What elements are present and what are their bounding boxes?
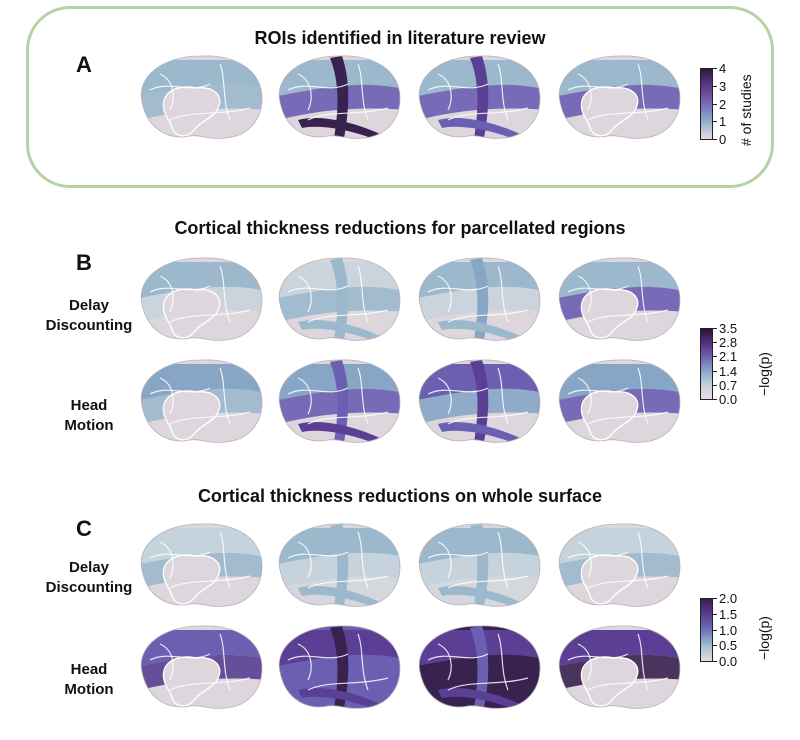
brain-surface-lat-view	[278, 523, 401, 607]
colorbar-tick: 2.0	[712, 591, 738, 606]
colorbar-tick: 3	[712, 78, 727, 94]
brain-surface-lat-view	[278, 359, 401, 443]
panel-a-frame	[26, 6, 774, 188]
colorbar-tick: 2	[712, 96, 727, 112]
colorbar-neglogp-surface-label: −log(p)	[756, 616, 772, 660]
colorbar-tick: 0.0	[712, 654, 738, 669]
brain-surface-med-view	[140, 359, 263, 443]
colorbar-neglogp-surface	[700, 598, 713, 662]
row-label-head-motion-b: Head Motion	[24, 396, 154, 436]
brain-surface-med-view	[558, 359, 681, 443]
row-label-line1: Head	[70, 397, 108, 414]
brain-surface-med-view	[558, 55, 681, 139]
panel-c-letter: C	[76, 516, 92, 541]
brain-surface-lat-view	[418, 359, 541, 443]
row-label-line2: Discounting	[45, 579, 133, 596]
row-label-line2: Motion	[64, 417, 114, 434]
colorbar-tick: 3.5	[712, 321, 738, 336]
colorbar-tick: 1.5	[712, 606, 738, 622]
colorbar-studies	[700, 68, 713, 140]
brain-surface-med-view	[140, 55, 263, 139]
panel-b-letter: B	[76, 250, 92, 275]
brain-surface-med-view	[558, 257, 681, 341]
brain-surface-lat-view	[418, 523, 541, 607]
colorbar-tick: 1.4	[712, 363, 738, 379]
colorbar-tick: 0.0	[712, 392, 738, 407]
row-label-head-motion-c: Head Motion	[24, 660, 154, 700]
panel-a-letter: A	[76, 52, 92, 77]
row-label-line1: Head	[70, 661, 108, 678]
brain-surface-med-view	[558, 523, 681, 607]
row-label-delay-discounting-c: Delay Discounting	[24, 558, 154, 598]
brain-surface-med-view	[140, 523, 263, 607]
colorbar-tick: 2.1	[712, 349, 738, 365]
colorbar-tick: 1.0	[712, 622, 738, 638]
colorbar-tick: 0.5	[712, 638, 738, 654]
brain-surface-med-view	[140, 257, 263, 341]
colorbar-tick: 0	[712, 132, 727, 147]
brain-surface-lat-view	[278, 625, 401, 709]
panel-c-title: Cortical thickness reductions on whole s…	[197, 486, 603, 506]
brain-surface-lat-view	[418, 55, 541, 139]
panel-a-title: ROIs identified in literature review	[254, 28, 546, 48]
row-label-delay-discounting-b: Delay Discounting	[24, 296, 154, 336]
colorbar-tick: 1	[712, 114, 727, 130]
panel-b-title: Cortical thickness reductions for parcel…	[174, 218, 626, 238]
brain-surface-lat-view	[418, 257, 541, 341]
row-label-line2: Discounting	[45, 317, 133, 334]
row-label-line1: Delay	[68, 559, 110, 576]
colorbar-tick: 2.8	[712, 335, 738, 351]
brain-surface-med-view	[558, 625, 681, 709]
colorbar-neglogp-parcel-label: −log(p)	[756, 352, 772, 396]
colorbar-studies-label: # of studies	[738, 74, 754, 146]
brain-surface-lat-view	[418, 625, 541, 709]
row-label-line2: Motion	[64, 681, 114, 698]
row-label-line1: Delay	[68, 297, 110, 314]
colorbar-tick: 4	[712, 61, 727, 76]
brain-surface-med-view	[140, 625, 263, 709]
colorbar-neglogp-parcel	[700, 328, 713, 400]
colorbar-tick: 0.7	[712, 377, 738, 393]
brain-surface-lat-view	[278, 55, 401, 139]
brain-surface-lat-view	[278, 257, 401, 341]
